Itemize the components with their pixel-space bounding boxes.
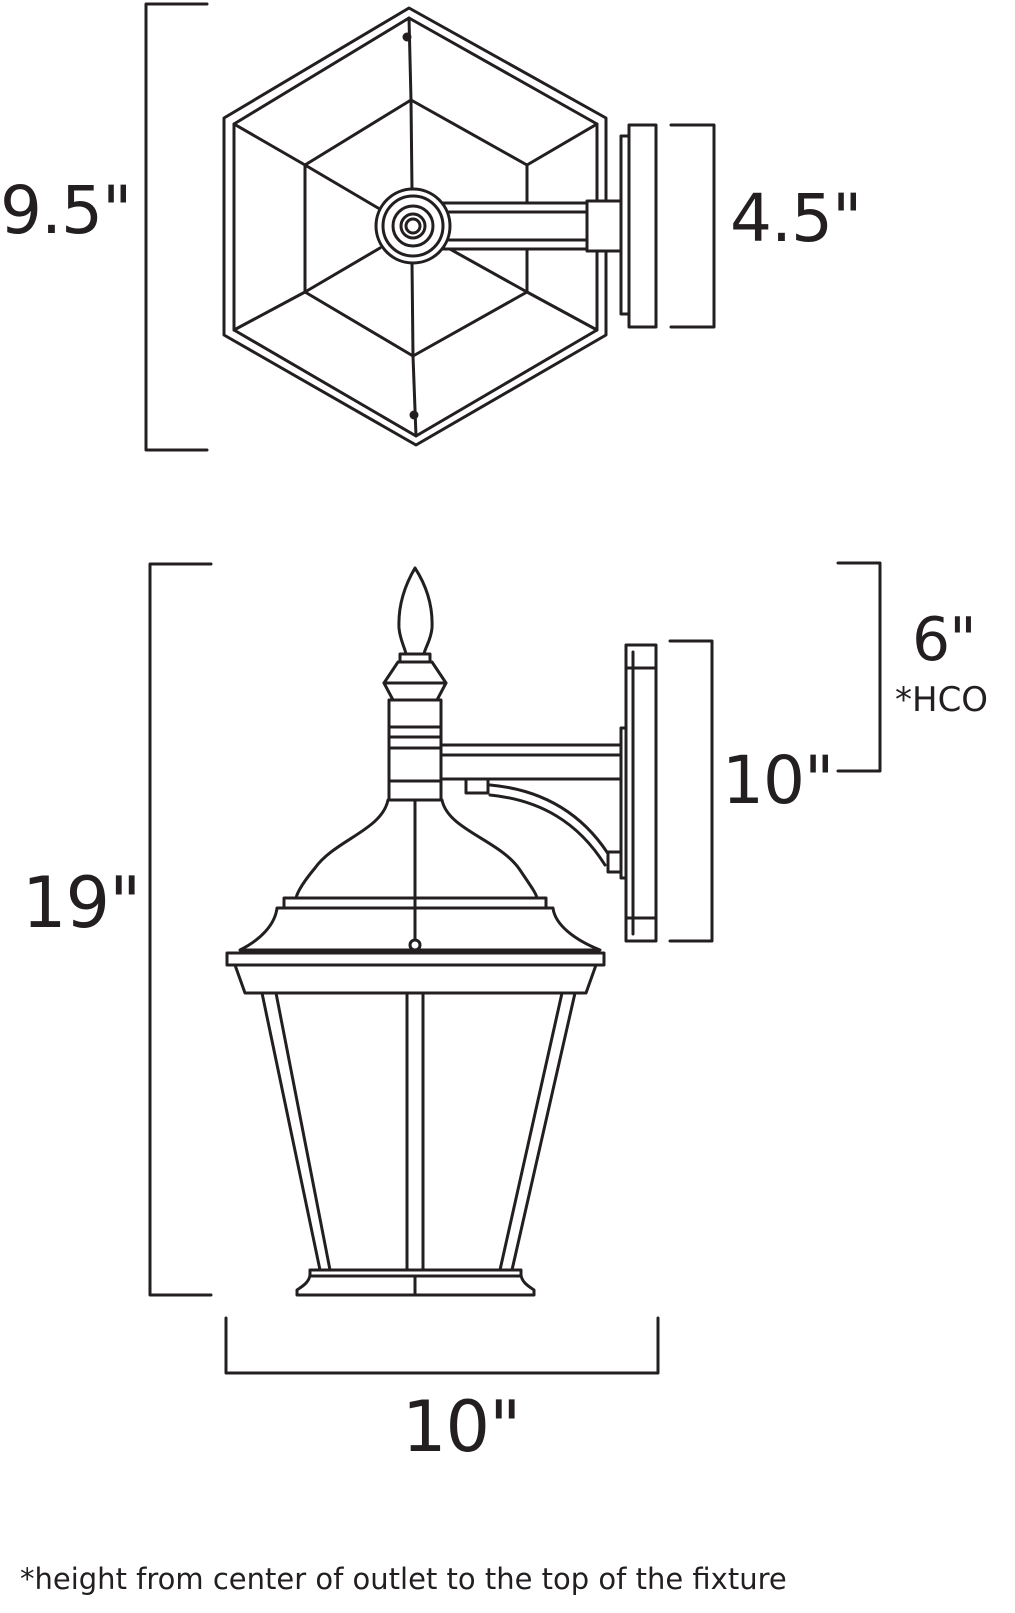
side-arm (439, 743, 625, 781)
top-view-height-label: 9.5" (0, 172, 132, 249)
ridge-line (410, 260, 415, 358)
finial-collar (382, 660, 448, 685)
lantern-neck (387, 698, 443, 802)
width-bracket (224, 1316, 660, 1375)
hco-value-label: 6" (912, 605, 977, 675)
overall-width-label: 10" (402, 1386, 521, 1468)
ridge-line (232, 122, 307, 167)
screw-dot (409, 410, 419, 420)
top-height-bracket (144, 2, 209, 452)
overall-height-label: 19" (22, 862, 141, 944)
top-view (144, 2, 716, 452)
side-view (148, 561, 882, 1375)
top-arm (438, 201, 592, 251)
ridge-line (525, 122, 599, 167)
hco-label: *HCO (895, 680, 989, 720)
ridge-line (303, 163, 380, 210)
ridge-line (525, 290, 599, 332)
side-wall-plate (624, 643, 658, 943)
lantern-glass (260, 991, 577, 1272)
hexagon-outer (222, 6, 608, 447)
hco-bracket (836, 561, 882, 773)
arm-brace (488, 783, 614, 862)
ridge-line (303, 246, 382, 294)
top-mount-bracket (669, 123, 716, 329)
screw-dot (402, 32, 412, 42)
hco-footnote: *height from center of outlet to the top… (20, 1562, 787, 1596)
overall-height-bracket (148, 562, 213, 1297)
ridge-line (446, 246, 529, 294)
lantern-top-rim (225, 951, 606, 967)
ridge-line (409, 98, 414, 192)
ridge-line (232, 290, 307, 332)
ridge-line (411, 354, 418, 438)
finial-flame (397, 566, 434, 656)
finial-top-outer (374, 187, 452, 265)
top-arm-collar (585, 199, 623, 253)
lantern-canopy (238, 906, 602, 952)
top-wall-plate-front (627, 123, 658, 329)
backplate-height-label: 10" (722, 742, 834, 819)
plate-height-bracket (668, 639, 714, 943)
top-view-mount-depth-label: 4.5" (730, 180, 862, 257)
ridge-line (407, 16, 413, 102)
